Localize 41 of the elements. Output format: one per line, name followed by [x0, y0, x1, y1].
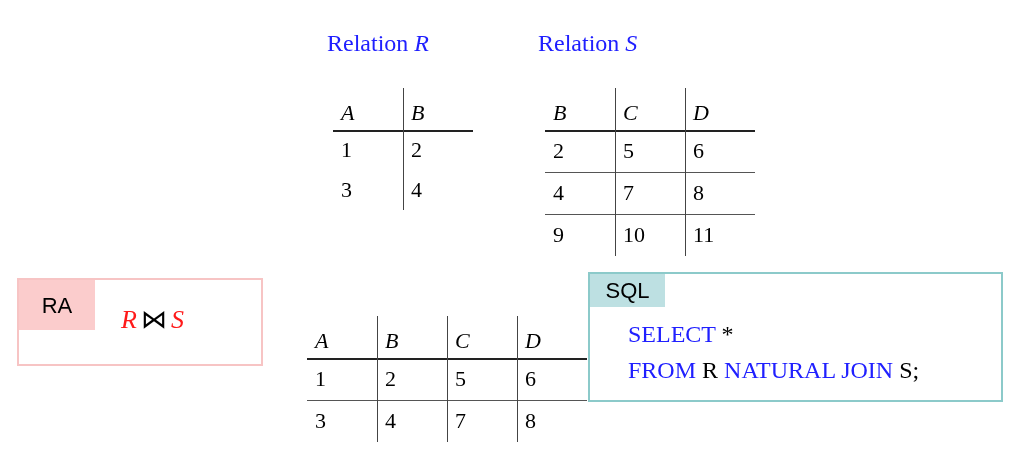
code-line: FROM R NATURAL JOIN S; — [628, 356, 920, 385]
cell-value: 10 — [623, 222, 645, 248]
box-tab: RA — [19, 280, 95, 330]
join-symbol: ⋈ — [140, 304, 167, 336]
code-line: SELECT * — [628, 320, 735, 349]
cell-value: 8 — [693, 180, 704, 206]
cell-value: 4 — [411, 177, 422, 203]
cell-value: 5 — [455, 366, 466, 392]
relation-title: Relation R — [327, 29, 429, 58]
cell-value: 4 — [385, 408, 396, 434]
column-header: D — [525, 328, 541, 354]
column-header: D — [693, 100, 709, 126]
cell-value: 7 — [623, 180, 634, 206]
relation-title: Relation S — [538, 29, 638, 58]
cell-value: 9 — [553, 222, 564, 248]
cell-value: 1 — [315, 366, 326, 392]
column-header: A — [315, 328, 329, 354]
box-tab: SQL — [590, 274, 665, 307]
cell-value: 2 — [553, 138, 564, 164]
column-header: B — [411, 100, 425, 126]
cell-value: 2 — [385, 366, 396, 392]
cell-value: 4 — [553, 180, 564, 206]
cell-value: 8 — [525, 408, 536, 434]
relational-algebra-box — [17, 278, 263, 366]
column-header: B — [553, 100, 567, 126]
column-header: C — [623, 100, 638, 126]
column-header: C — [455, 328, 470, 354]
sql-box — [588, 272, 1003, 402]
column-header: A — [341, 100, 355, 126]
cell-value: 1 — [341, 137, 352, 163]
cell-value: 6 — [693, 138, 704, 164]
cell-value: 3 — [341, 177, 352, 203]
cell-value: 5 — [623, 138, 634, 164]
column-header: B — [385, 328, 399, 354]
cell-value: 11 — [693, 222, 715, 248]
cell-value: 7 — [455, 408, 466, 434]
relation-name: R — [121, 304, 137, 336]
cell-value: 3 — [315, 408, 326, 434]
cell-value: 2 — [411, 137, 422, 163]
relation-name: S — [170, 304, 184, 336]
cell-value: 6 — [525, 366, 536, 392]
